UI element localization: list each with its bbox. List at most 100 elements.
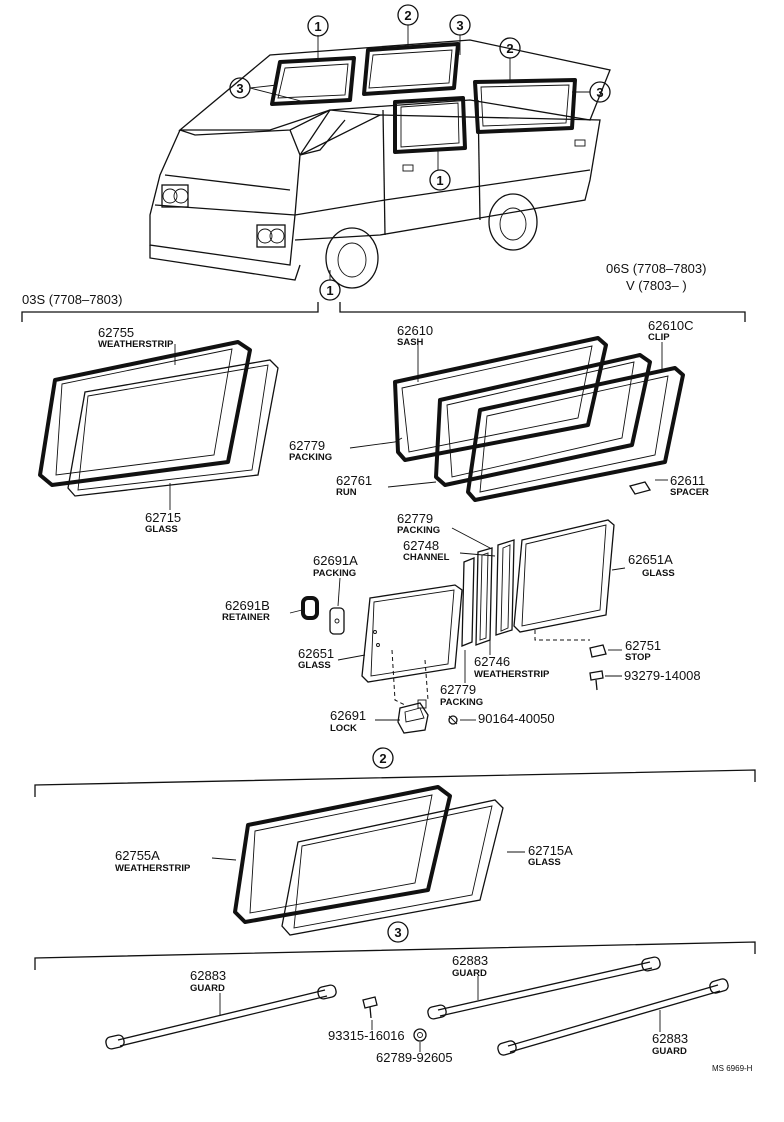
label-62883-right-upper: 62883 GUARD xyxy=(452,953,488,979)
svg-text:62883: 62883 xyxy=(190,968,226,983)
svg-text:GLASS: GLASS xyxy=(145,524,178,535)
callout-3-roof: 3 xyxy=(449,14,471,36)
label-62746: 62746 WEATHERSTRIP xyxy=(474,654,550,680)
packing-62779-drawing xyxy=(461,557,475,647)
washer-62789-drawing xyxy=(413,1028,427,1042)
svg-text:62751: 62751 xyxy=(625,638,661,653)
svg-text:LOCK: LOCK xyxy=(330,723,357,734)
svg-text:PACKING: PACKING xyxy=(313,568,356,579)
svg-text:62610C: 62610C xyxy=(648,318,694,333)
label-62779-packing-low: 62779 PACKING xyxy=(440,682,483,708)
svg-text:CLIP: CLIP xyxy=(648,332,670,343)
label-62748: 62748 CHANNEL xyxy=(403,538,450,563)
svg-text:1: 1 xyxy=(326,283,333,298)
glass-62651a-drawing xyxy=(513,519,615,633)
svg-text:62755: 62755 xyxy=(98,325,134,340)
svg-text:3: 3 xyxy=(394,925,401,940)
glass-62715-drawing xyxy=(67,359,279,497)
spacer-62611-drawing xyxy=(628,481,652,495)
svg-text:62761: 62761 xyxy=(336,473,372,488)
svg-text:2: 2 xyxy=(506,41,513,56)
svg-text:62779: 62779 xyxy=(397,511,433,526)
callout-1-main: 1 xyxy=(319,279,341,301)
screw-90164-drawing xyxy=(448,715,458,725)
bracket-section-3 xyxy=(34,941,756,970)
label-62651a: 62651A GLASS xyxy=(628,552,675,579)
callout-2-side: 2 xyxy=(499,37,521,59)
label-93315-16016: 93315-16016 xyxy=(328,1028,405,1043)
guard-62883-right-upper-drawing xyxy=(427,956,661,1020)
svg-text:62715: 62715 xyxy=(145,510,181,525)
svg-text:62651: 62651 xyxy=(298,646,334,661)
svg-text:GUARD: GUARD xyxy=(652,1046,687,1057)
svg-text:62748: 62748 xyxy=(403,538,439,553)
bolt-93279-drawing xyxy=(589,670,604,691)
svg-text:1: 1 xyxy=(314,19,321,34)
retainer-62691b-drawing xyxy=(301,596,319,620)
callout-3-left: 3 xyxy=(229,77,251,99)
svg-text:SPACER: SPACER xyxy=(670,487,709,498)
svg-text:1: 1 xyxy=(436,173,443,188)
sash-62610-drawing xyxy=(393,336,608,462)
label-62779-packing-top: 62779 PACKING xyxy=(289,438,332,463)
label-62651: 62651 GLASS xyxy=(298,646,334,671)
callout-1-roof: 1 xyxy=(307,15,329,37)
svg-text:GLASS: GLASS xyxy=(298,660,331,671)
label-62691b: 62691B RETAINER xyxy=(222,598,270,623)
clip-62610c-drawing xyxy=(466,366,685,502)
bracket-06s xyxy=(339,302,746,322)
label-62761: 62761 RUN xyxy=(336,473,372,498)
label-62755: 62755 WEATHERSTRIP xyxy=(98,325,174,350)
label-62715a: 62715A GLASS xyxy=(528,843,573,868)
label-93279-14008: 93279-14008 xyxy=(624,668,701,683)
weatherstrip-62746-drawing xyxy=(475,547,493,646)
label-62779-packing-mid: 62779 PACKING xyxy=(397,511,440,536)
svg-text:RETAINER: RETAINER xyxy=(222,612,270,623)
label-62611: 62611 SPACER xyxy=(670,473,709,498)
callout-3-section: 3 xyxy=(387,921,409,943)
svg-text:PACKING: PACKING xyxy=(397,525,440,536)
svg-text:62715A: 62715A xyxy=(528,843,573,858)
run-62761-drawing xyxy=(434,353,652,487)
label-62883-right-lower: 62883 GUARD xyxy=(652,1031,688,1057)
svg-text:62883: 62883 xyxy=(652,1031,688,1046)
svg-text:62746: 62746 xyxy=(474,654,510,669)
callout-2-roof: 2 xyxy=(397,4,419,26)
svg-text:62755A: 62755A xyxy=(115,848,160,863)
svg-text:3: 3 xyxy=(456,18,463,33)
svg-text:62779: 62779 xyxy=(440,682,476,697)
label-62755a: 62755A WEATHERSTRIP xyxy=(115,848,191,874)
guard-62883-right-lower-drawing xyxy=(497,978,729,1056)
weatherstrip-62755a-drawing xyxy=(233,785,452,924)
bracket-03s xyxy=(21,302,319,322)
group-v-label: V (7803– ) xyxy=(626,278,687,293)
glass-62651-drawing xyxy=(361,584,463,683)
label-62691a: 62691A PACKING xyxy=(313,553,358,579)
bracket-section-2 xyxy=(34,769,756,797)
svg-text:PACKING: PACKING xyxy=(289,452,332,463)
svg-text:62651A: 62651A xyxy=(628,552,673,567)
group-06s-label: 06S (7708–7803) xyxy=(606,261,706,276)
label-62883-left: 62883 GUARD xyxy=(190,968,226,994)
svg-text:GUARD: GUARD xyxy=(190,983,225,994)
label-62789-92605: 62789-92605 xyxy=(376,1050,453,1065)
svg-text:GLASS: GLASS xyxy=(642,568,675,579)
label-62715: 62715 GLASS xyxy=(145,510,181,535)
svg-text:3: 3 xyxy=(236,81,243,96)
screw-93315-drawing xyxy=(362,996,378,1019)
svg-text:2: 2 xyxy=(379,751,386,766)
label-62751: 62751 STOP xyxy=(625,638,661,663)
van-illustration xyxy=(149,25,611,289)
label-90164-40050: 90164-40050 xyxy=(478,711,555,726)
packing-62691a-drawing xyxy=(329,607,345,635)
stop-62751-drawing xyxy=(589,644,607,658)
svg-text:CHANNEL: CHANNEL xyxy=(403,552,450,563)
callout-1-door: 1 xyxy=(429,169,451,191)
svg-text:WEATHERSTRIP: WEATHERSTRIP xyxy=(98,339,174,350)
lock-62691-drawing xyxy=(397,699,429,734)
svg-text:3: 3 xyxy=(596,85,603,100)
svg-text:2: 2 xyxy=(404,8,411,23)
svg-text:WEATHERSTRIP: WEATHERSTRIP xyxy=(115,863,191,874)
svg-text:STOP: STOP xyxy=(625,652,651,663)
